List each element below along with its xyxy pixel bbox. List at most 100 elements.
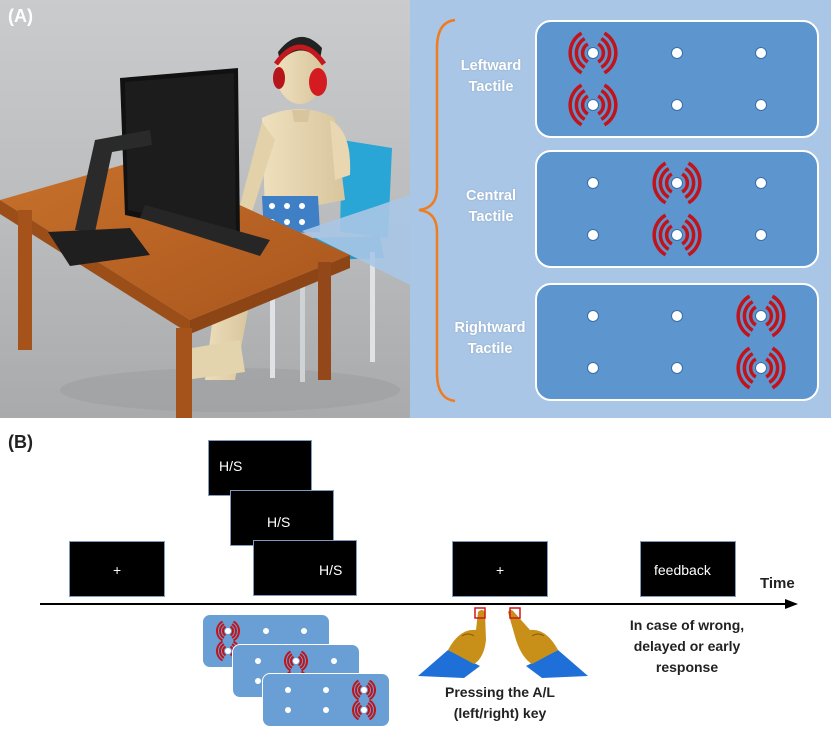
tactor-dot [360, 707, 367, 714]
tactor-dot [671, 229, 683, 242]
condition-label-line2: Tactile [468, 209, 514, 225]
vibration-wave [354, 702, 361, 719]
key-l-marker [509, 607, 521, 619]
vibration-wave [231, 622, 238, 639]
vibration-wave [284, 650, 292, 671]
vibration-wave [652, 213, 667, 257]
tactor-dot [263, 627, 269, 634]
vibration-wave [742, 352, 754, 385]
stimulus-screen-3: H/S [253, 540, 357, 596]
tactor-dot [755, 362, 767, 375]
time-axis-label: Time [760, 575, 795, 592]
vibration-wave [357, 684, 362, 695]
vibration-icon [568, 83, 618, 127]
vibration-wave [574, 36, 586, 69]
callout-wedge [302, 195, 410, 285]
stimulus-screen-2: H/S [230, 490, 334, 546]
vibration-wave [736, 346, 751, 390]
feedback-text: feedback [654, 562, 711, 578]
vibration-icon [652, 213, 702, 257]
vibration-wave [568, 83, 583, 127]
condition-label-line1: Leftward [460, 58, 522, 74]
vibration-wave [600, 36, 612, 69]
feedback-caption-line3: response [655, 659, 719, 675]
vibration-icon [284, 650, 308, 671]
vibration-wave [367, 681, 373, 698]
tactor-dot [300, 627, 307, 634]
stimulus-text: H/S [219, 458, 243, 474]
vibration-wave [365, 684, 370, 695]
stimulus-text: H/S [267, 514, 291, 530]
vibration-wave [736, 294, 751, 338]
tactor-dot [587, 46, 599, 59]
tactor-dot [285, 707, 292, 714]
vibration-wave [768, 299, 780, 332]
vibration-wave [230, 625, 235, 636]
vibration-wave [568, 31, 583, 75]
tactor-dot [225, 627, 232, 634]
tactor-dot [360, 686, 367, 693]
vibration-icon [351, 679, 376, 700]
vibration-wave [219, 643, 225, 660]
vibration-wave [367, 702, 373, 719]
vibration-wave [290, 655, 295, 666]
vibration-wave [748, 357, 757, 379]
vibration-wave [768, 352, 780, 385]
tactor-dot [755, 229, 767, 242]
vibration-wave [365, 705, 370, 716]
vibration-icon [652, 161, 702, 205]
headphones-icon [273, 44, 327, 96]
vibration-wave [652, 161, 667, 205]
mini-belt-rightward [262, 673, 390, 727]
tactor-dot [285, 686, 292, 693]
panel-a-label: (A) [8, 6, 33, 26]
tactor-dot [323, 686, 329, 693]
tactor-dot [755, 46, 767, 59]
tactor-dot [293, 657, 299, 664]
vibration-wave [297, 655, 302, 666]
vibration-wave [368, 699, 376, 721]
vibration-icon [351, 699, 376, 721]
vibration-wave [222, 625, 227, 636]
leftward-tactile-label: Leftward Tactile [450, 56, 532, 98]
vibration-wave [233, 620, 241, 641]
hand-icon [418, 610, 486, 678]
rightward-tactile-label: Rightward Tactile [445, 318, 535, 360]
feedback-caption-line1: In case of wrong, [629, 617, 745, 633]
vibration-wave [600, 89, 612, 122]
feedback-caption: In case of wrong, delayed or early respo… [612, 615, 762, 678]
vibration-wave [357, 705, 362, 716]
tactor-dot [225, 648, 232, 655]
tactor-dot [587, 176, 599, 189]
tactor-dot [587, 362, 599, 375]
belt-layout-rightward [535, 283, 819, 401]
condition-label-line1: Rightward [454, 320, 526, 336]
vibration-wave [222, 646, 227, 657]
tactor-dot [255, 678, 262, 685]
vibration-wave [216, 640, 224, 662]
tactor-dot [671, 309, 683, 322]
fixation-cross: + [113, 562, 122, 578]
vibration-wave [684, 219, 696, 252]
tactor-dot [671, 176, 683, 189]
tactor-dot [587, 229, 599, 242]
vibration-wave [287, 652, 293, 669]
experimental-setup-illustration: (A) [0, 0, 410, 418]
belt-layout-central [535, 150, 819, 268]
fixation-screen-2: + [452, 541, 548, 597]
vibration-wave [354, 681, 361, 698]
tactor-dot [587, 309, 599, 322]
tactor-dot [755, 309, 767, 322]
tactor-dot [671, 46, 683, 59]
condition-label-line2: Tactile [467, 341, 513, 357]
feedback-caption-line2: delayed or early [633, 638, 741, 654]
response-caption: Pressing the A/L (left/right) key [420, 682, 580, 724]
vibration-icon [736, 346, 786, 390]
vibration-wave [684, 166, 696, 199]
vibration-icon [568, 31, 618, 75]
belt-layout-leftward [535, 20, 819, 138]
vibration-icon [736, 294, 786, 338]
stimulus-screen-1: H/S [208, 440, 312, 496]
response-caption-line2: (left/right) key [453, 705, 547, 721]
tactor-dot [671, 362, 683, 375]
